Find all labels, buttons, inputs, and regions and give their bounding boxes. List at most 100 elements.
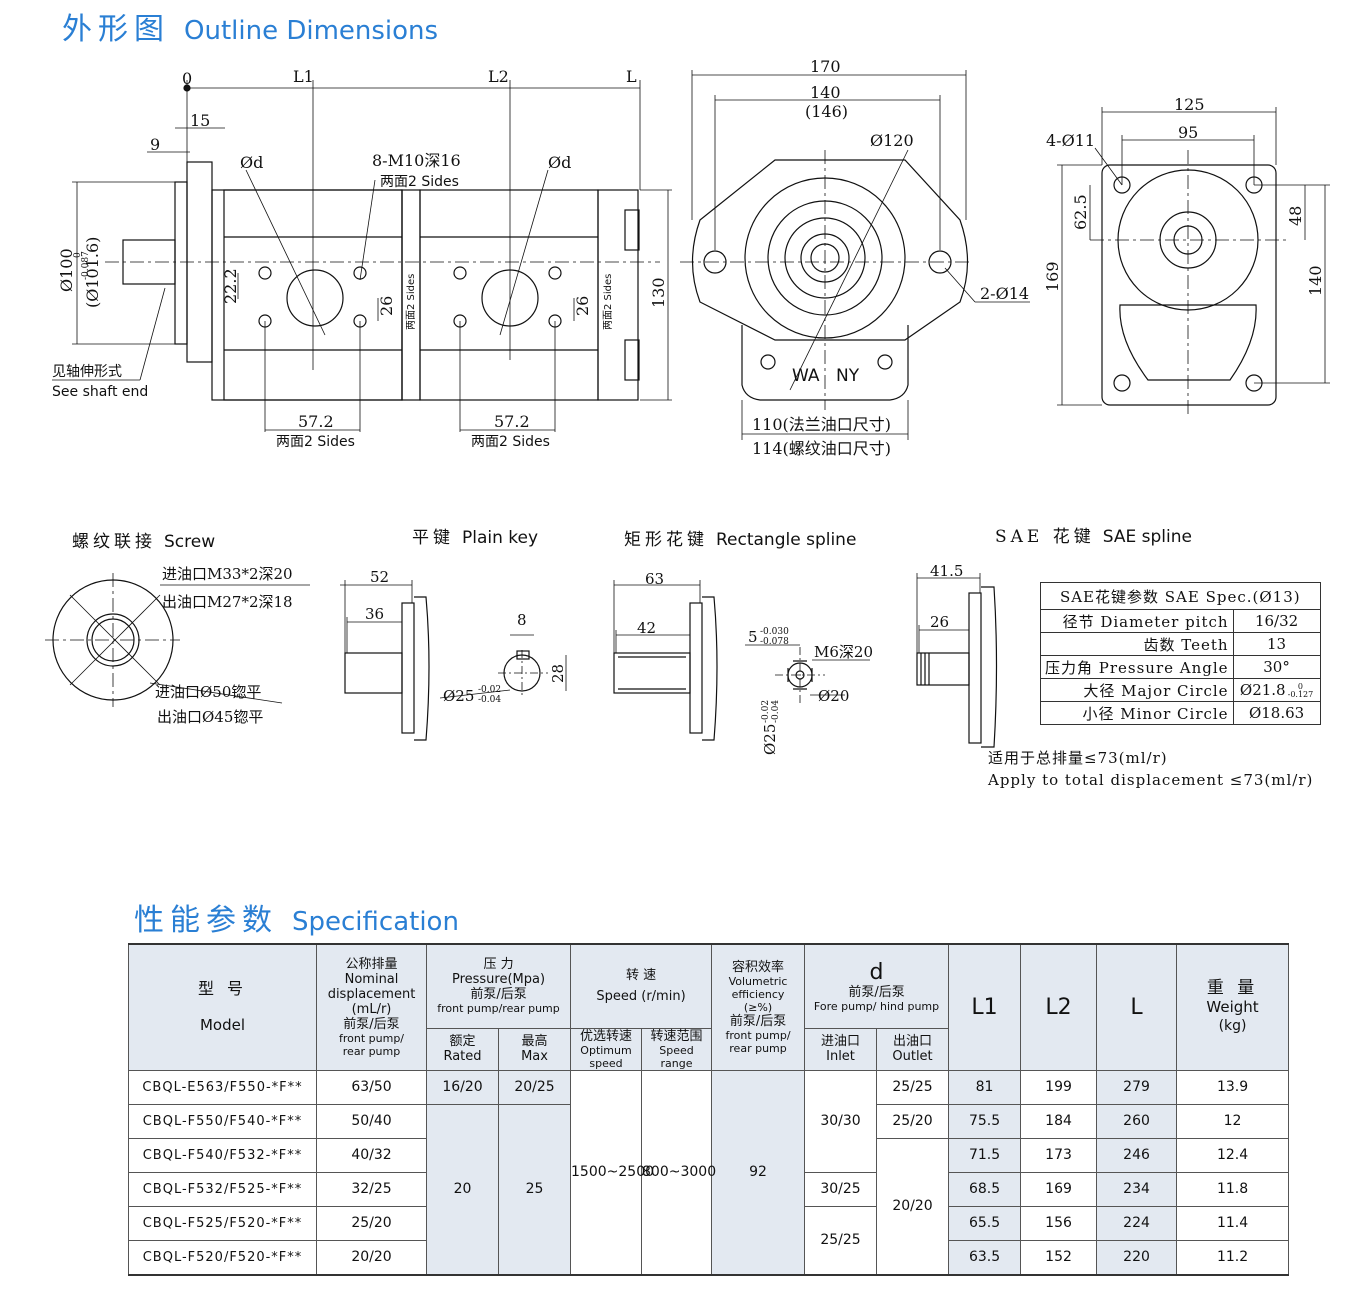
screw-inlet-bottom: 进油口Ø50锪平 xyxy=(155,683,261,701)
header-max-cn: 最高 xyxy=(521,1034,548,1049)
dim-sides-front: 两面2 Sides xyxy=(406,274,417,330)
header-eff-fr-en2: rear pump xyxy=(729,1041,787,1055)
cell-l2: 152 xyxy=(1020,1239,1098,1275)
tol-100-upper: 0 xyxy=(73,252,83,258)
header-eff-en2: efficiency xyxy=(731,987,785,1001)
header-range-cn: 转速范围 xyxy=(650,1028,703,1044)
dim-9: 9 xyxy=(150,135,160,154)
header-d-cn: 前泵/后泵 xyxy=(848,984,905,1000)
rect-spline-title-en: Rectangle spline xyxy=(716,530,857,550)
cell-disp: 32/25 xyxy=(316,1171,427,1207)
dim-2-d14: 2-Ø14 xyxy=(980,284,1029,303)
side-view xyxy=(52,80,672,432)
dim-od-rear: Ød xyxy=(548,153,571,172)
pk-tol-upper: -0.02 xyxy=(478,685,501,695)
header-model-en: Model xyxy=(199,1016,246,1035)
dim-110: 110(法兰油口尺寸) xyxy=(752,415,891,434)
cell-model: CBQL-F532/F525-*F** xyxy=(128,1171,317,1207)
dim-d100: Ø100 xyxy=(57,248,76,292)
pk-dim-28: 28 xyxy=(549,664,567,683)
cell-disp: 63/50 xyxy=(316,1069,427,1105)
header-speed-cn: 转 速 xyxy=(625,968,657,984)
rs-dim-42: 42 xyxy=(637,619,656,637)
sae-value: 13 xyxy=(1232,632,1321,656)
table-row: CBQL-F520/F520-*F** 20/20 63.5 152 220 1… xyxy=(128,1239,1290,1275)
sae-dim-41-5: 41.5 xyxy=(930,562,963,580)
sae-key: 压力角 Pressure Angle xyxy=(1040,655,1234,679)
rs-tol5-upper: -0.030 xyxy=(760,627,789,637)
header-disp-cn: 公称排量 xyxy=(345,956,398,972)
pump-body-front xyxy=(211,189,403,401)
header-disp-fr-cn: 前泵/后泵 xyxy=(343,1016,400,1032)
dim-4-d11: 4-Ø11 xyxy=(1046,131,1095,150)
cell-efficiency: 92 xyxy=(711,1069,806,1275)
sae-major-tol-lower: -0.127 xyxy=(1287,690,1314,699)
header-eff-unit: (≥%) xyxy=(743,1000,773,1014)
cell-model: CBQL-F540/F532-*F** xyxy=(128,1137,317,1173)
header-opt-en: Optimum speed xyxy=(580,1043,632,1070)
header-weight-unit: (kg) xyxy=(1218,1017,1247,1034)
dim-15: 15 xyxy=(190,111,210,130)
dim-26-rear: 26 xyxy=(573,296,592,316)
rs-tol25-lower: -0.04 xyxy=(771,700,781,723)
cell-disp: 50/40 xyxy=(316,1103,427,1139)
sae-table-header: SAE花键参数 SAE Spec.(Ø13) xyxy=(1040,582,1321,610)
sae-value: Ø18.63 xyxy=(1232,701,1321,725)
cell-l1: 81 xyxy=(948,1069,1022,1105)
table-row: CBQL-F525/F520-*F** 25/20 25/25 65.5 156… xyxy=(128,1205,1290,1275)
screw-view xyxy=(45,573,310,707)
cell-l2: 169 xyxy=(1020,1171,1098,1207)
cell-weight: 11.2 xyxy=(1176,1239,1290,1275)
pump-body-rear xyxy=(419,189,599,401)
plain-key-view xyxy=(340,580,567,741)
spec-title-cn: 性能参数 xyxy=(134,903,278,938)
cell-model: CBQL-E563/F550-*F** xyxy=(128,1069,317,1105)
dim-57-rear-sides: 两面2 Sides xyxy=(471,434,550,450)
dim-22-2: 22.2 xyxy=(221,268,240,304)
sae-spline-view xyxy=(916,573,998,748)
pk-dim-8: 8 xyxy=(517,611,527,629)
diameter-tolerances: 0 -0.087 xyxy=(73,251,91,280)
sae-key: 齿数 Teeth xyxy=(1040,632,1234,656)
rs-dim-d25: Ø25 xyxy=(761,724,779,755)
header-l1: L1 xyxy=(948,943,1022,1071)
cell-model: CBQL-F550/F540-*F** xyxy=(128,1103,317,1139)
plain-key-title-en: Plain key xyxy=(462,528,539,548)
cell-disp: 40/32 xyxy=(316,1137,427,1173)
header-efficiency: 容积效率 Volumetric efficiency (≥%) 前泵/后泵 fr… xyxy=(711,943,806,1071)
screw-title-en: Screw xyxy=(164,532,216,552)
cell-l2: 156 xyxy=(1020,1205,1098,1241)
header-d: d 前泵/后泵 Fore pump/ hind pump xyxy=(804,943,950,1029)
header-speed-en: Speed (r/min) xyxy=(596,989,686,1005)
dim-95: 95 xyxy=(1178,123,1198,142)
cell-l1: 63.5 xyxy=(948,1239,1022,1275)
sae-spline-title-cn: SAE 花键 xyxy=(995,527,1095,547)
cell-l: 246 xyxy=(1096,1137,1178,1173)
screw-outlet-bottom: 出油口Ø45锪平 xyxy=(157,708,263,726)
header-pressure-cn: 压 力 xyxy=(483,957,514,973)
cell-opt-speed: 1500~2500 xyxy=(570,1069,654,1275)
header-pressure-fr-en: front pump/rear pump xyxy=(437,1002,560,1016)
header-disp-en2: displacement xyxy=(327,986,416,1002)
cell-disp: 25/20 xyxy=(316,1205,427,1241)
cell-l2: 173 xyxy=(1020,1137,1098,1173)
tol-100-lower: -0.087 xyxy=(81,251,91,280)
cell-weight: 11.4 xyxy=(1176,1205,1290,1241)
cell-inlet: 30/25 xyxy=(804,1171,878,1207)
cell-l2: 199 xyxy=(1020,1069,1098,1105)
header-pressure: 压 力 Pressure(Mpa) 前泵/后泵 front pump/rear … xyxy=(425,943,572,1029)
logo-wa: WA xyxy=(792,366,820,386)
dim-140: 140 xyxy=(810,83,841,102)
table-row: CBQL-F550/F540-*F** 50/40 20 25 25/20 75… xyxy=(128,1103,1290,1275)
cell-rated: 16/20 xyxy=(426,1069,499,1105)
dim-146: (146) xyxy=(805,102,848,121)
shaft-drawings: 进油口M33*2深20 出油口M27*2深18 进油口Ø50锪平 出油口Ø45锪… xyxy=(45,562,998,755)
